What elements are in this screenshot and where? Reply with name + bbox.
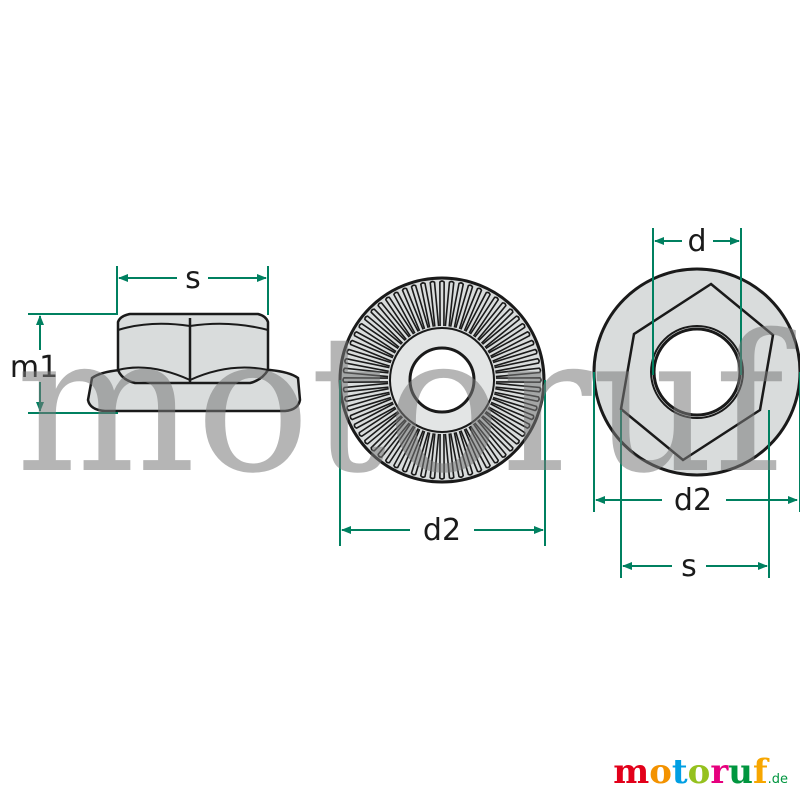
serrated-hole <box>408 346 476 414</box>
serration-tooth <box>488 403 531 429</box>
serrations <box>342 280 542 480</box>
hex-bottom-curve <box>117 366 269 382</box>
serration-tooth <box>358 322 399 353</box>
logo-letter: u <box>728 752 753 792</box>
serration-tooth <box>342 382 389 393</box>
logo-letter: o <box>649 752 672 792</box>
serration-tooth <box>401 287 424 332</box>
serration-tooth <box>495 367 542 378</box>
logo-letter: o <box>687 752 711 792</box>
side-view: s m1 <box>10 261 302 414</box>
serration-tooth <box>439 433 445 480</box>
serration-tooth <box>370 308 406 344</box>
serration-tooth <box>488 331 531 357</box>
serration-tooth <box>346 348 392 367</box>
serration-tooth <box>353 403 396 429</box>
serration-tooth <box>485 322 526 353</box>
serration-tooth <box>469 296 500 337</box>
serration-tooth <box>492 393 538 412</box>
top-s-label: s <box>681 549 697 584</box>
serration-tooth <box>460 428 483 473</box>
serration-tooth <box>410 430 429 476</box>
serration-tooth <box>393 291 419 334</box>
serration-tooth <box>460 287 483 332</box>
serration-tooth <box>478 416 514 452</box>
serration-tooth <box>377 419 410 458</box>
serration-tooth <box>364 315 403 348</box>
serration-tooth <box>384 296 415 337</box>
logo-suffix: .de <box>767 772 788 787</box>
serration-tooth <box>444 433 455 480</box>
serration-tooth <box>429 280 440 327</box>
serration-tooth <box>490 398 535 421</box>
side-m1-label: m1 <box>10 350 58 385</box>
serration-tooth <box>465 291 491 334</box>
serration-tooth <box>494 387 540 403</box>
serration-tooth <box>481 412 520 445</box>
serration-tooth <box>419 282 435 328</box>
serration-tooth <box>410 284 429 330</box>
serration-tooth <box>439 280 445 327</box>
serration-tooth <box>419 432 435 478</box>
serration-tooth <box>465 426 491 469</box>
serration-tooth <box>346 393 392 412</box>
serration-tooth <box>455 284 474 330</box>
serration-tooth <box>444 280 455 327</box>
serration-tooth <box>474 419 507 458</box>
top-view: d d2 s <box>592 224 800 584</box>
serration-tooth <box>401 428 424 473</box>
serration-tooth <box>485 407 526 438</box>
serration-tooth <box>393 426 419 469</box>
serration-tooth <box>349 339 394 362</box>
serration-tooth <box>481 315 520 348</box>
serration-tooth <box>377 302 410 341</box>
top-d-label: d <box>687 224 706 259</box>
serration-tooth <box>429 433 440 480</box>
serration-tooth <box>342 377 389 383</box>
serration-tooth <box>478 308 514 344</box>
serration-tooth <box>495 382 542 393</box>
serration-tooth <box>349 398 394 421</box>
serration-tooth <box>449 282 465 328</box>
serrated-d2-label: d2 <box>423 513 461 548</box>
watermark-text: motoruf <box>16 294 796 515</box>
logo-letter: t <box>671 752 688 792</box>
hex-chamfer <box>117 322 269 331</box>
serration-tooth <box>492 348 538 367</box>
serration-tooth <box>370 416 406 452</box>
serration-tooth <box>353 331 396 357</box>
top-d2-label: d2 <box>674 483 712 518</box>
serrated-view: d2 <box>338 276 546 548</box>
brand-logo: motoruf.de <box>613 752 788 792</box>
serration-tooth <box>384 423 415 464</box>
serration-tooth <box>344 357 390 373</box>
serration-tooth <box>495 377 542 383</box>
serration-tooth <box>358 407 399 438</box>
serration-tooth <box>344 387 390 403</box>
serration-tooth <box>449 432 465 478</box>
side-s-label: s <box>185 261 201 296</box>
logo-letter: f <box>752 752 768 792</box>
serration-tooth <box>474 302 507 341</box>
serration-tooth <box>490 339 535 362</box>
logo-letter: m <box>613 752 650 792</box>
serration-tooth <box>494 357 540 373</box>
serration-tooth <box>469 423 500 464</box>
serration-tooth <box>364 412 403 445</box>
logo-letter: r <box>710 752 729 792</box>
serration-tooth <box>342 367 389 378</box>
serration-tooth <box>455 430 474 476</box>
